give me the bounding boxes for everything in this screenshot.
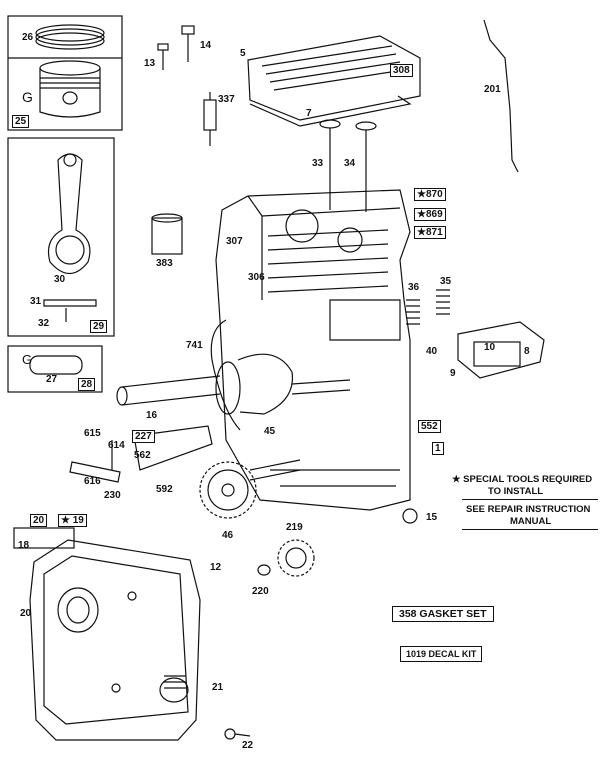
- label-9: 9: [450, 368, 456, 379]
- valves: [319, 119, 377, 212]
- piston: [39, 60, 101, 76]
- label-40: 40: [426, 346, 438, 357]
- label-46: 46: [222, 530, 234, 541]
- label-g-piston: G: [22, 89, 33, 105]
- cover-bolt: [224, 728, 251, 740]
- connecting-rod-box: [7, 137, 115, 337]
- bolt-13: [157, 43, 169, 70]
- crankcase-cover-box: [13, 527, 75, 549]
- decal-kit-label: 1019 DECAL KIT: [400, 646, 483, 662]
- label-230: 230: [104, 490, 121, 501]
- label-562: 562: [134, 450, 151, 461]
- crankcase-cover: [29, 539, 201, 741]
- governor-link: [483, 19, 519, 173]
- label-20: 20: [20, 608, 32, 619]
- label-1: 1: [432, 442, 444, 455]
- engine-block: [210, 189, 411, 511]
- label-13: 13: [144, 58, 156, 69]
- label-201: 201: [484, 84, 501, 95]
- label-27: 27: [46, 374, 58, 385]
- label-22: 22: [242, 740, 254, 751]
- label-337: 337: [218, 94, 235, 105]
- head-gasket: [249, 95, 412, 127]
- label-34: 34: [344, 158, 356, 169]
- label-28: 28: [78, 378, 96, 391]
- label-220: 220: [252, 586, 269, 597]
- label-45: 45: [264, 426, 276, 437]
- label-552: 552: [418, 420, 441, 433]
- note-divider-2: [462, 529, 598, 530]
- label-33: 33: [312, 158, 324, 169]
- gasket-set-label: 358 GASKET SET: [392, 606, 494, 622]
- label-15: 15: [426, 512, 438, 523]
- label-26: 26: [22, 32, 34, 43]
- label-741: 741: [186, 340, 203, 351]
- label-20-box: 20: [30, 514, 48, 527]
- label-870: ★870: [414, 188, 446, 201]
- piston-rings: [35, 24, 105, 42]
- label-10: 10: [484, 342, 496, 353]
- label-614: 614: [108, 440, 125, 451]
- bolt-14: [181, 25, 195, 62]
- label-35: 35: [440, 276, 452, 287]
- label-30: 30: [54, 274, 66, 285]
- cam-gear: [199, 459, 301, 519]
- label-227: 227: [132, 430, 155, 443]
- crankshaft: [116, 353, 351, 415]
- label-19: ★ 19: [58, 514, 87, 527]
- label-21: 21: [212, 682, 224, 693]
- label-383: 383: [156, 258, 173, 269]
- label-12: 12: [210, 562, 222, 573]
- cylinder-head: [247, 35, 421, 121]
- label-616: 616: [84, 476, 101, 487]
- label-g-bearing: G: [22, 352, 33, 367]
- label-5: 5: [240, 48, 246, 59]
- label-36: 36: [408, 282, 420, 293]
- label-219: 219: [286, 522, 303, 533]
- label-32: 32: [38, 318, 50, 329]
- breather-cover: [457, 321, 545, 379]
- label-615: 615: [84, 428, 101, 439]
- label-14: 14: [200, 40, 212, 51]
- see-manual-note: SEE REPAIR INSTRUCTION: [466, 504, 591, 515]
- label-307: 307: [226, 236, 243, 247]
- label-871: ★871: [414, 226, 446, 239]
- label-8: 8: [524, 346, 530, 357]
- sleeve: [151, 213, 183, 255]
- valve-springs: [406, 289, 450, 325]
- governor-gear: [257, 539, 315, 577]
- label-29: 29: [90, 320, 108, 333]
- special-tools-note: ★ SPECIAL TOOLS REQUIRED: [452, 474, 593, 485]
- label-18: 18: [18, 540, 30, 551]
- spark-plug: [203, 92, 217, 146]
- label-308: 308: [390, 64, 413, 77]
- note-divider-1: [462, 499, 598, 500]
- label-869: ★869: [414, 208, 446, 221]
- label-31: 31: [30, 296, 42, 307]
- connecting-rod: [47, 153, 91, 275]
- label-16: 16: [146, 410, 158, 421]
- piston-box: [7, 15, 123, 131]
- special-tools-note-2: TO INSTALL: [488, 486, 544, 497]
- see-manual-note-2: MANUAL: [510, 516, 552, 527]
- label-592: 592: [156, 484, 173, 495]
- label-25: 25: [12, 115, 30, 128]
- label-7: 7: [306, 108, 312, 119]
- oil-seal: [402, 508, 418, 524]
- label-306: 306: [248, 272, 265, 283]
- governor-lever: [69, 425, 213, 483]
- bearing-box: [7, 345, 103, 393]
